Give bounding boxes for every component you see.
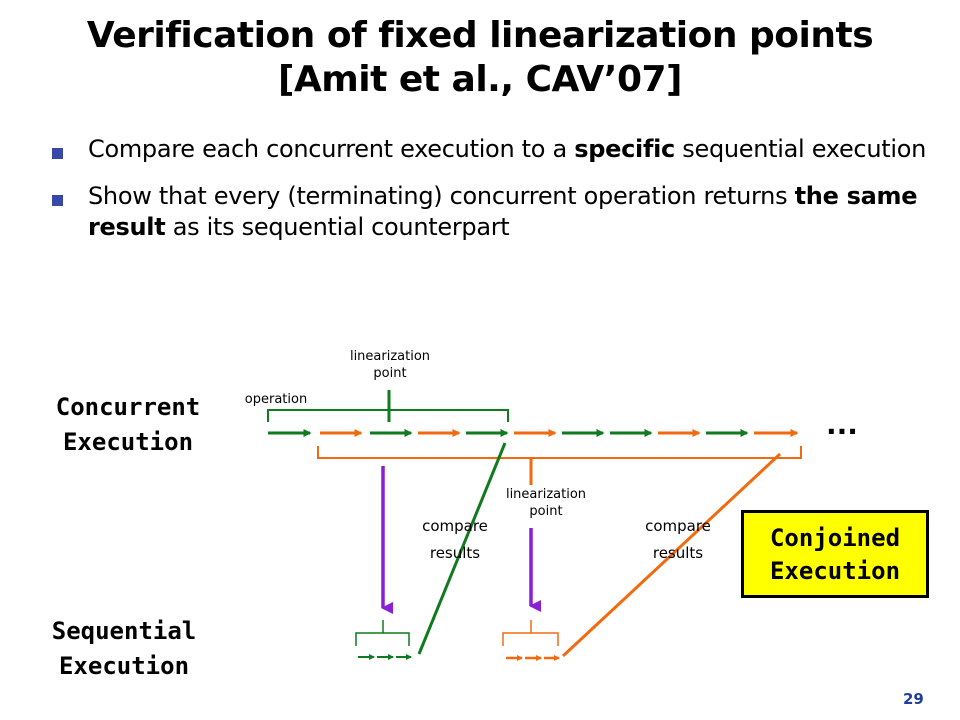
bullet-text-pre: Show that every (terminating) concurrent…: [88, 182, 795, 210]
orange-operation-bracket: [317, 446, 802, 459]
bullet-text-bold: specific: [574, 135, 675, 163]
title-line-2: [Amit et al., CAV’07]: [277, 59, 683, 100]
lin-top-line-2: point: [373, 366, 407, 381]
concurrent-execution-label: Concurrent Execution: [28, 390, 228, 460]
concurrent-label-line-2: Execution: [62, 428, 194, 456]
bullet-list: Compare each concurrent execution to a s…: [52, 134, 932, 259]
concurrent-label-line-1: Concurrent: [55, 393, 201, 421]
bullet-square-icon: [52, 195, 63, 206]
compare-right-line-1: compare: [645, 517, 711, 535]
sequential-green-bracket: [355, 632, 410, 646]
sequential-label-line-2: Execution: [58, 652, 190, 680]
compare-right-line-2: results: [652, 544, 704, 562]
bullet-item: Show that every (terminating) concurrent…: [52, 181, 932, 243]
bullet-text-bold: the same result: [88, 182, 918, 241]
compare-results-right-label: compare results: [623, 513, 733, 567]
slide-title: Verification of fixed linearization poin…: [0, 14, 960, 102]
compare-line-orange: [561, 452, 782, 658]
linearization-point-mid-label: linearization point: [486, 486, 606, 520]
bullet-text-pre: Compare each concurrent execution to a: [88, 135, 575, 163]
page-number: 29: [903, 690, 924, 708]
sequential-orange-bracket: [502, 632, 559, 646]
bullet-text-post: sequential execution: [674, 135, 927, 163]
bullet-text-post: as its sequential counterpart: [165, 213, 510, 241]
conjoined-line-2: Execution: [769, 557, 901, 585]
linearization-point-top-label: linearization point: [330, 348, 450, 382]
conjoined-line-1: Conjoined: [769, 524, 901, 552]
lin-top-line-1: linearization: [349, 349, 431, 364]
lin-mid-line-1: linearization: [505, 487, 587, 502]
operation-label: operation: [244, 392, 308, 407]
bullet-square-icon: [52, 148, 63, 159]
compare-results-left-label: compare results: [400, 513, 510, 567]
sequential-execution-label: Sequential Execution: [24, 614, 224, 684]
lin-mid-line-2: point: [529, 504, 563, 519]
compare-line-green: [417, 442, 507, 655]
sequential-label-line-1: Sequential: [51, 617, 197, 645]
compare-left-line-2: results: [429, 544, 481, 562]
title-line-1: Verification of fixed linearization poin…: [86, 15, 874, 56]
ellipsis: ...: [826, 408, 858, 441]
compare-left-line-1: compare: [422, 517, 488, 535]
bullet-item: Compare each concurrent execution to a s…: [52, 134, 932, 165]
conjoined-execution-box: Conjoined Execution: [741, 510, 929, 598]
